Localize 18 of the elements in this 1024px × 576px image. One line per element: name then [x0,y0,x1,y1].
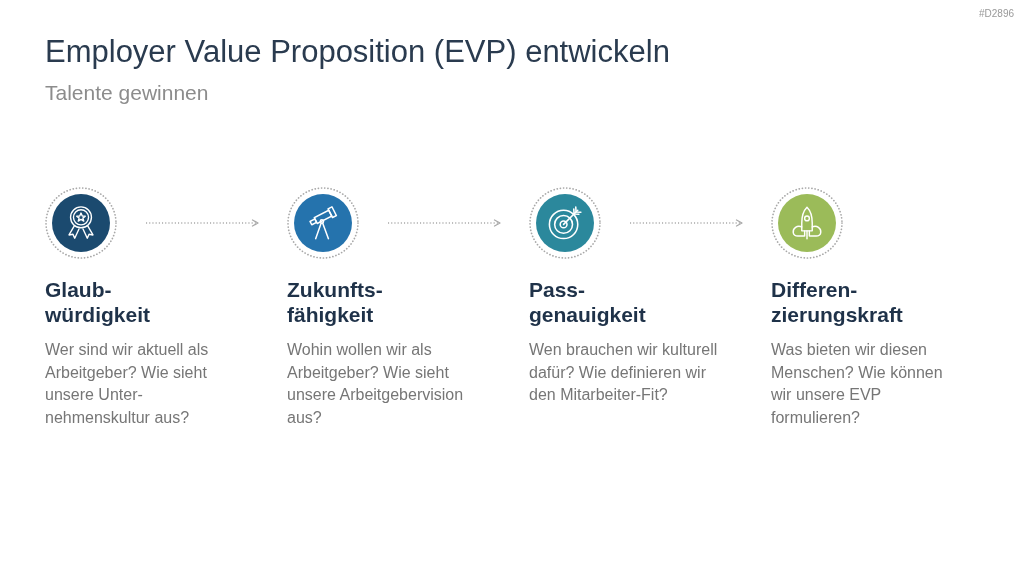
step-heading: Zukunfts- fähigkeit [287,277,384,327]
title: Employer Value Proposition (EVP) entwickeln [45,33,670,71]
step-circle [529,187,601,259]
step-heading: Glaub- würdigkeit [45,277,151,327]
slide-id: #D2896 [978,7,1014,20]
subtitle: Talente gewinnen [45,80,209,106]
step-description: Wohin wollen wir als Arbeitgeber? Wie sieht unsere Arbeitgebervision aus? [287,340,465,428]
step-description: Wen brauchen wir kulturell dafür? Wie definieren wir den Mitarbeiter-Fit? [529,340,719,405]
step-circle [287,187,359,259]
step-circle [771,187,843,259]
step-heading: Pass- genauigkeit [529,277,647,327]
step-heading: Differen- zierungskraft [771,277,904,327]
step-description: Was bieten wir diesen Menschen? Wie können wir unsere EVP formulieren? [771,340,944,428]
step-circle [45,187,117,259]
arrow [387,219,501,227]
step-description: Wer sind wir aktuell als Arbeitgeber? Wie sieht unsere Unter- nehmenskultur aus? [45,340,210,428]
arrow [629,219,743,227]
arrow [145,219,259,227]
